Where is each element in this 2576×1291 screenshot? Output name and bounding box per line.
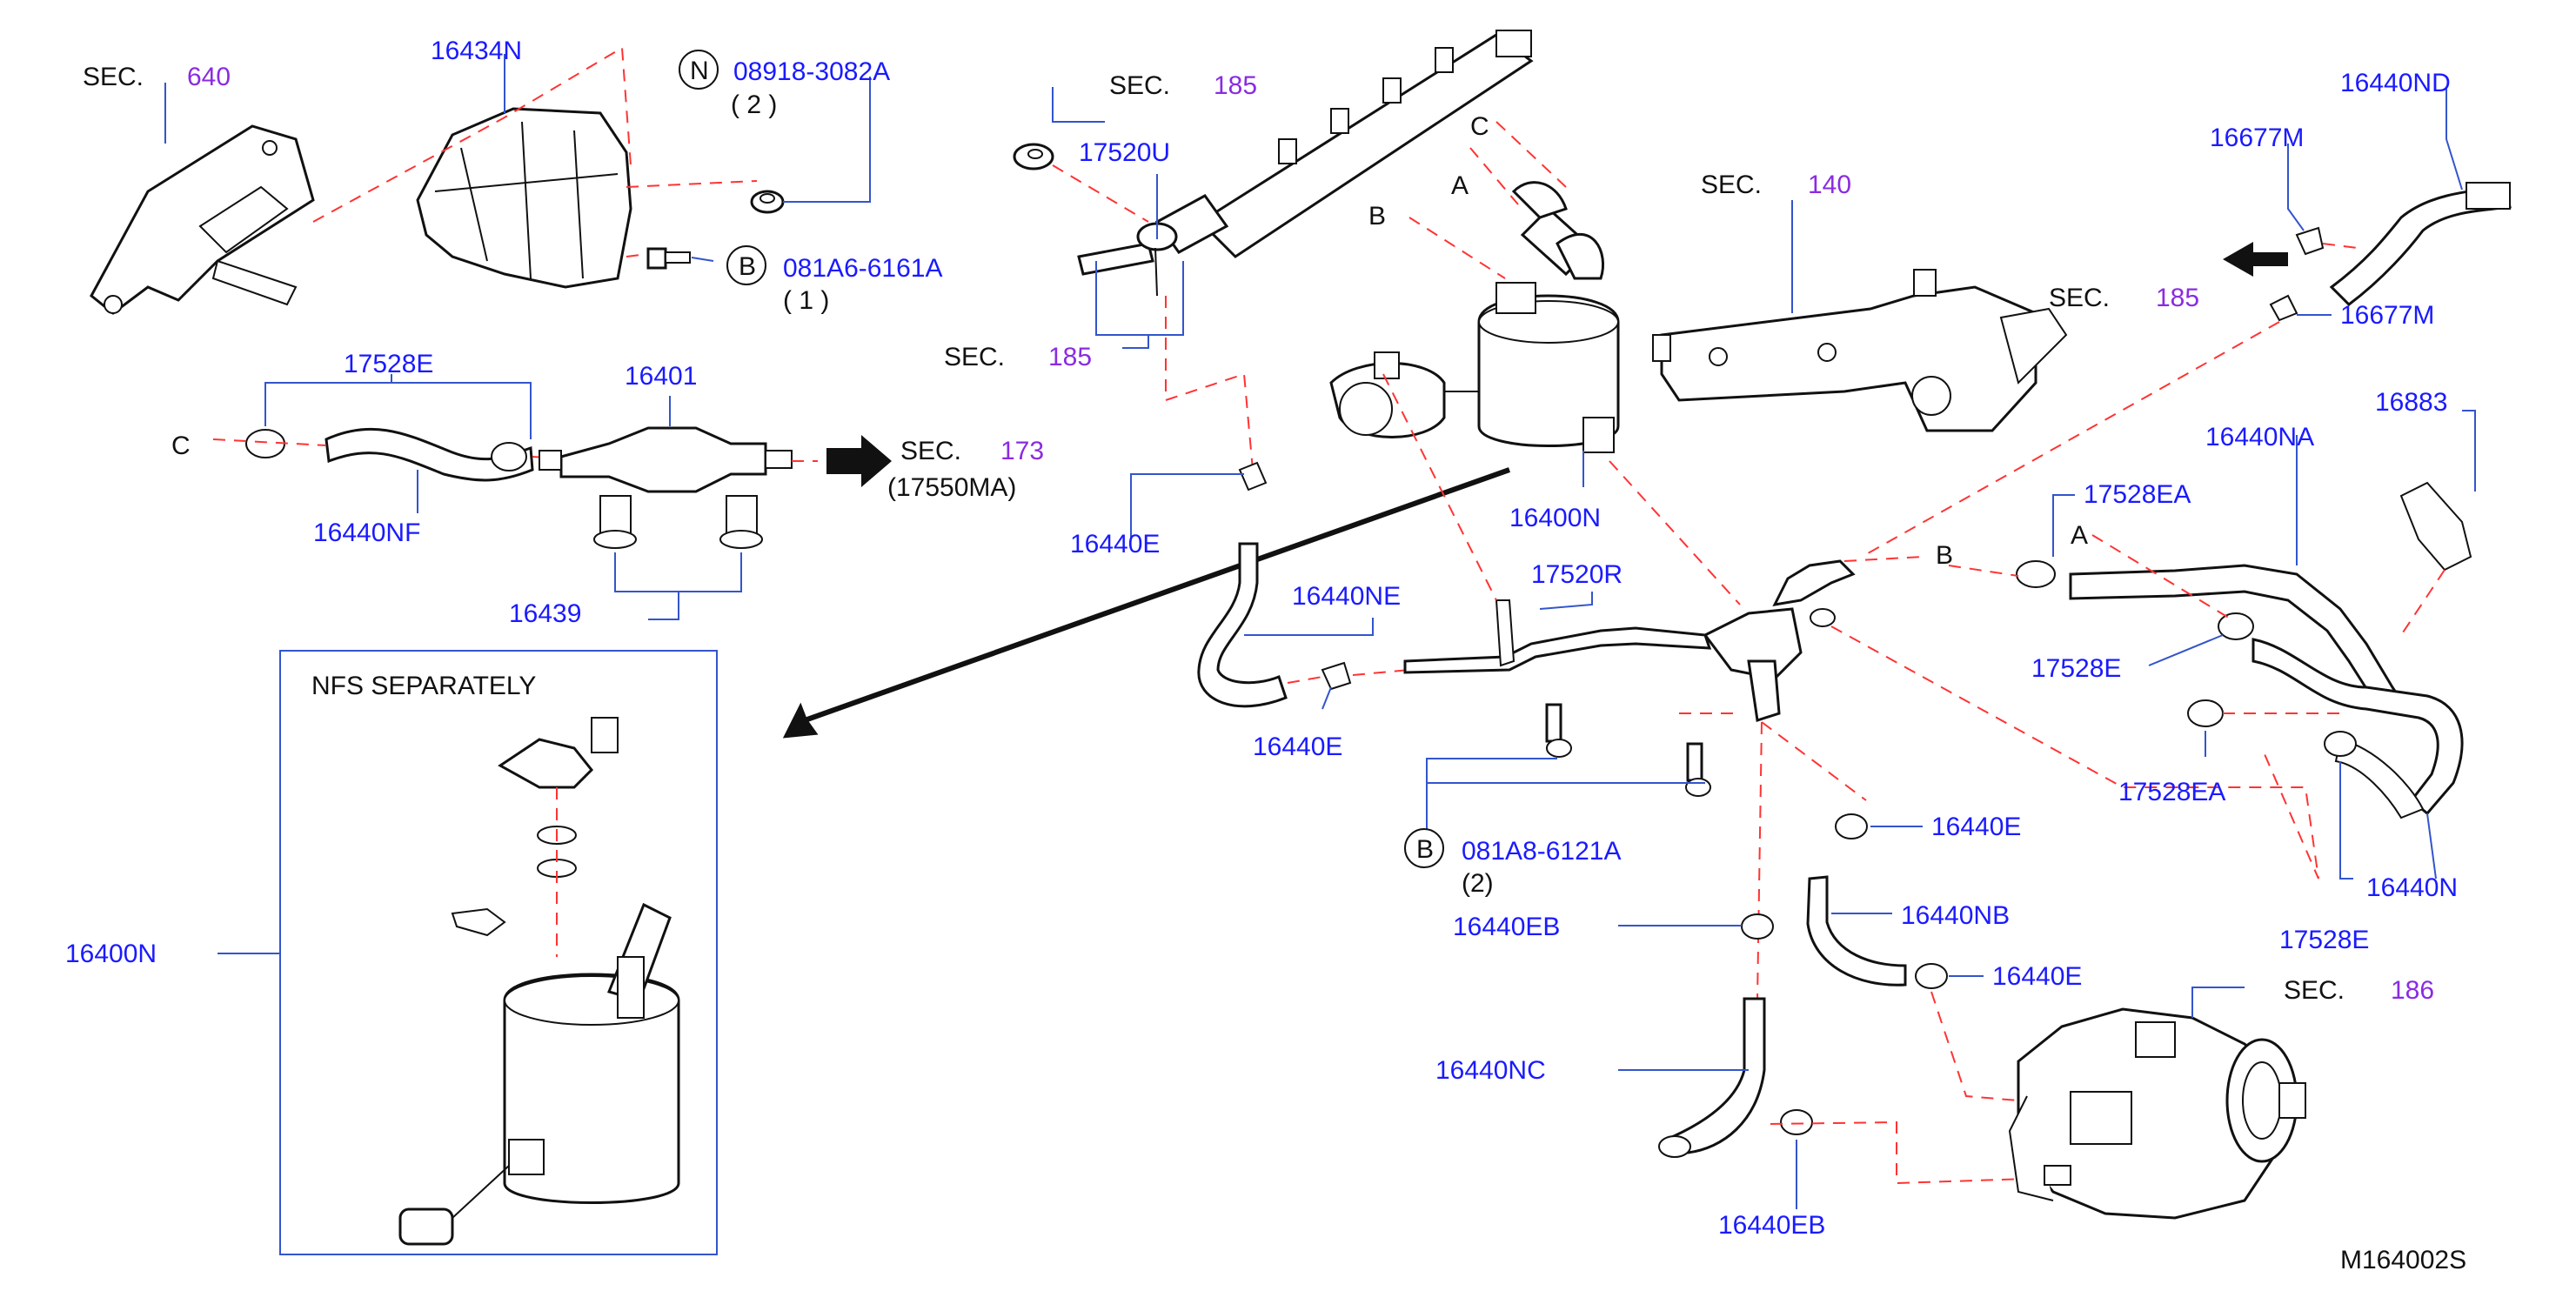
- arrow-right-icon: [826, 435, 892, 487]
- canister-assembly: [1329, 181, 1620, 453]
- sec-185-c-ref: 185: [2156, 284, 2199, 312]
- clamp-16883: [2399, 481, 2472, 572]
- part-16401: 16401: [625, 362, 697, 391]
- part-16677m-a: 16677M: [2210, 124, 2304, 152]
- part-16440eb-a: 16440EB: [1453, 913, 1560, 941]
- b-marker-letter-1: B: [739, 252, 756, 281]
- sec-640-ref: 640: [187, 63, 231, 91]
- sec-140-ref: 140: [1808, 171, 1851, 199]
- part-17528e-bottom: 17528E: [2279, 926, 2369, 954]
- part-16440e-c: 16440E: [1931, 813, 2021, 841]
- qty-2b: (2): [1462, 869, 1494, 898]
- sec-186-label: SEC.: [2284, 976, 2345, 1005]
- hose-16440nc: [1658, 997, 1766, 1158]
- letter-a-mid: A: [2071, 521, 2088, 550]
- clamp-17528ea-a: [2016, 560, 2056, 588]
- n-marker-icon: [679, 50, 719, 90]
- nut: [750, 190, 785, 214]
- part-16440nb: 16440NB: [1901, 901, 2010, 930]
- letter-c-left: C: [171, 431, 191, 460]
- part-16440n: 16440N: [2366, 873, 2458, 902]
- part-16440e-a: 16440E: [1070, 530, 1160, 559]
- sec-185-a-ref: 185: [1214, 71, 1257, 100]
- letter-c-top: C: [1470, 112, 1489, 141]
- part-16440na: 16440NA: [2205, 423, 2314, 452]
- mounting-bracket: [90, 124, 315, 315]
- part-17550ma: (17550MA): [887, 473, 1016, 502]
- sec-140-label: SEC.: [1701, 171, 1762, 199]
- n-marker-letter: N: [690, 57, 709, 85]
- bolt-081a8-a: [1545, 703, 1572, 758]
- heat-shield: [416, 107, 632, 289]
- hose-16440nb: [1806, 875, 1907, 987]
- injection-pump: [2008, 1007, 2306, 1220]
- hose-16440ne: [1197, 461, 1352, 708]
- clamp-16440e-c: [1835, 813, 1868, 839]
- clamp-16440eb-a: [1741, 913, 1774, 940]
- diagram-code: M164002S: [2340, 1246, 2466, 1274]
- bolt: [646, 247, 691, 270]
- part-16440nf: 16440NF: [313, 518, 420, 547]
- part-16883: 16883: [2375, 388, 2447, 417]
- part-16677m-b: 16677M: [2340, 301, 2434, 330]
- fuel-line-17520r: [1403, 559, 1856, 722]
- part-16434n: 16434N: [431, 37, 522, 65]
- part-16440e-b: 16440E: [1253, 732, 1342, 761]
- letter-b-mid: B: [1936, 541, 1953, 570]
- part-16440nd: 16440ND: [2340, 69, 2451, 97]
- part-08918: 08918-3082A: [733, 57, 890, 86]
- clamp-17528e-bottom: [2324, 731, 2357, 757]
- part-16440nc: 16440NC: [1435, 1056, 1546, 1085]
- letter-b-top: B: [1368, 202, 1386, 231]
- part-17528ea-b: 17528EA: [2118, 778, 2225, 806]
- sec-640-label: SEC.: [83, 63, 144, 91]
- part-17520r: 17520R: [1531, 560, 1623, 589]
- part-17520u: 17520U: [1079, 138, 1170, 167]
- sec-186-ref: 186: [2391, 976, 2434, 1005]
- sec-173-label: SEC.: [900, 437, 961, 465]
- nfs-separately-title: NFS SEPARATELY: [311, 672, 536, 700]
- bolt-081a8-b: [1685, 742, 1711, 797]
- part-16440ne: 16440NE: [1292, 582, 1401, 611]
- part-17528e-right: 17528E: [2031, 654, 2121, 683]
- fuel-rail: [1154, 30, 1534, 258]
- letter-a-top: A: [1451, 171, 1469, 200]
- part-16439: 16439: [509, 599, 581, 628]
- qty-2: ( 2 ): [731, 90, 777, 119]
- sec-185-b-label: SEC.: [944, 343, 1005, 371]
- fuel-filter: [539, 426, 793, 549]
- b-marker-letter-2: B: [1416, 835, 1434, 864]
- hose-16440nd: [2329, 182, 2512, 306]
- part-081a8: 081A8-6121A: [1462, 837, 1622, 866]
- hose-16440nf: [245, 427, 534, 482]
- part-16440e-d: 16440E: [1992, 962, 2082, 991]
- part-16400n-left: 16400N: [65, 940, 157, 968]
- part-16400n-mid: 16400N: [1509, 504, 1601, 532]
- sec-185-b-ref: 185: [1048, 343, 1092, 371]
- banjo-bolt-17520u: [1077, 222, 1178, 297]
- part-17528ea-a: 17528EA: [2084, 480, 2191, 509]
- sec-185-c-label: SEC.: [2049, 284, 2110, 312]
- arrow-to-canister-icon: [782, 467, 1511, 739]
- b-marker-icon-2: [1404, 828, 1444, 868]
- qty-1: ( 1 ): [783, 286, 829, 315]
- clamp-16440e-d: [1915, 963, 1948, 989]
- part-17528e-top: 17528E: [344, 350, 433, 378]
- hose-16440na: [2069, 564, 2464, 819]
- clamp-16677m-b: [2269, 294, 2298, 322]
- clamp-17528e-right: [2218, 612, 2254, 640]
- washer: [1013, 143, 1054, 171]
- clamp-16440eb-b: [1780, 1109, 1813, 1135]
- clamp-16677m-a: [2295, 226, 2325, 256]
- b-marker-icon-1: [726, 245, 766, 285]
- canister-detail: [398, 717, 680, 1246]
- intake-manifold: [1652, 269, 2068, 432]
- clamp-17528ea-b: [2187, 699, 2224, 727]
- part-081a6: 081A6-6161A: [783, 254, 943, 283]
- arrow-left-icon: [2223, 242, 2288, 277]
- sec-185-a-label: SEC.: [1109, 71, 1170, 100]
- sec-173-ref: 173: [1000, 437, 1044, 465]
- part-16440eb-b: 16440EB: [1718, 1211, 1825, 1240]
